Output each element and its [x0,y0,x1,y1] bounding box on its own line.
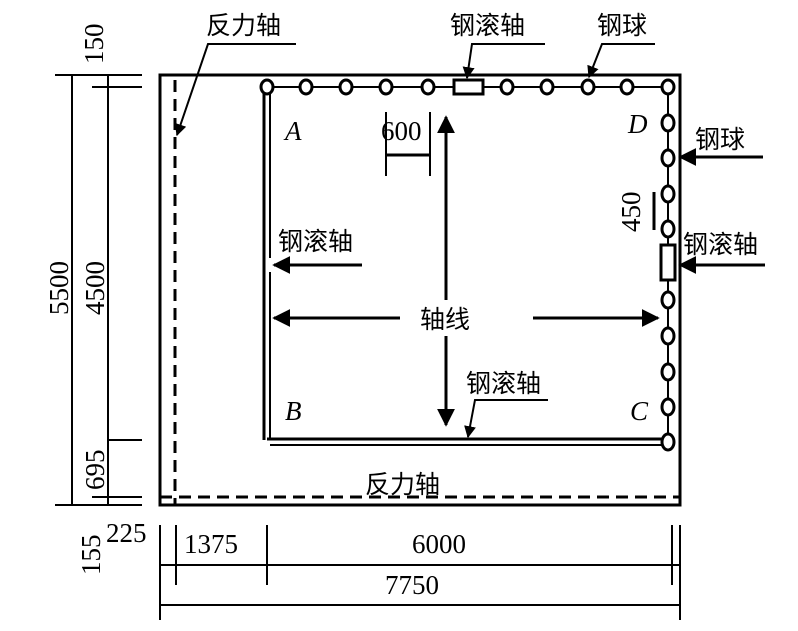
steel-roller-left-label: 钢滚轴 [278,227,353,256]
reaction-axis-top-leader [174,43,296,137]
steel-roller-top-label: 钢滚轴 [450,11,525,40]
outer-frame [158,73,682,507]
axis-line-label: 轴线 [420,305,470,334]
ball-spacing-top-label: 600 [381,116,422,146]
corner-c: C [630,396,649,426]
ball-spacing-top-dim [385,112,431,176]
bottom-offset-label: 695 [80,450,110,491]
inner-width-label: 6000 [412,529,466,559]
steel-roller-right [659,243,677,282]
left-span-label: 1375 [184,529,238,559]
corner-b: B [285,396,302,426]
steel-balls-top [259,78,676,96]
steel-balls-right [660,113,676,452]
axis-arrows [272,115,660,427]
reaction-axis-top-label: 反力轴 [206,11,281,40]
bottom-dimension-lines [159,525,681,620]
left-dimension-lines [55,74,142,506]
steel-roller-top-leader [462,43,545,80]
total-height-label: 5500 [44,261,74,315]
steel-ball-right-label: 钢球 [695,125,745,154]
steel-ball-top-label: 钢球 [597,11,647,40]
steel-roller-bottom-leader [464,399,548,439]
left-edge-label: 225 [106,518,147,548]
reaction-axis-bottom-label: 反力轴 [365,470,440,499]
steel-roller-top [452,78,485,96]
corner-a: A [283,116,302,146]
ball-spacing-right-label: 450 [616,192,646,233]
inner-height-label: 4500 [80,261,110,315]
steel-ball-top-leader [587,43,655,79]
corner-d: D [627,109,648,139]
steel-roller-right-label: 钢滚轴 [683,230,758,259]
total-width-label: 7750 [385,570,439,600]
steel-roller-bottom-label: 钢滚轴 [466,369,541,398]
bottom-edge-label: 155 [76,535,106,576]
top-offset-label: 150 [79,24,109,65]
